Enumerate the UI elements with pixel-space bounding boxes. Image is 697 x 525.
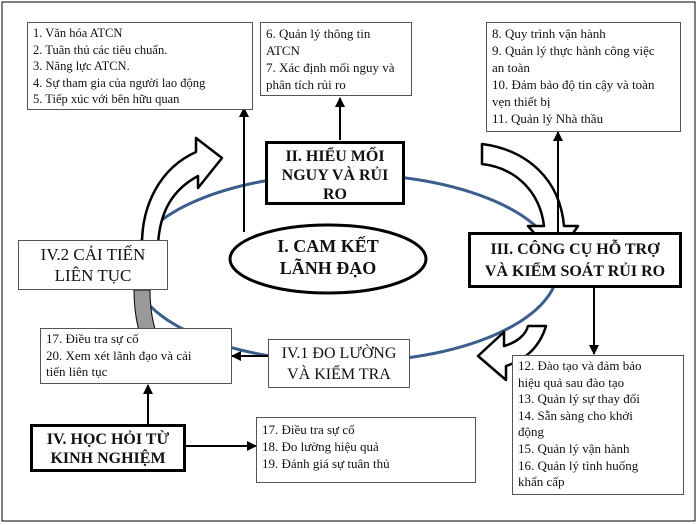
center-ellipse <box>228 223 428 295</box>
pillar-tools-line2: VÀ KIỂM SOÁT RỦI RO <box>484 263 666 280</box>
list-item: 5. Tiếp xúc với bên hữu quan <box>33 92 180 106</box>
list-audit: 17. Điều tra sự cố 18. Đo lường hiệu quả… <box>256 417 476 483</box>
list-item: 11. Quản lý Nhà thầu <box>492 111 604 126</box>
pillar-risk-line2: NGUY VÀ RỦI <box>281 167 389 184</box>
list-item: 20. Xem xét lãnh đạo và cải <box>46 347 192 363</box>
list-culture: 1. Văn hóa ATCN 2. Tuân thủ các tiêu chu… <box>27 22 253 110</box>
pillar-learn: IV. HỌC HỎI TỪ KINH NGHIỆM <box>30 424 186 472</box>
list-item: phân tích rủi ro <box>266 77 346 92</box>
list-item: động <box>518 424 544 440</box>
pillar-learn-line2: KINH NGHIỆM <box>50 450 166 467</box>
pillar-tools: III. CÔNG CỤ HỖ TRỢ VÀ KIỂM SOÁT RỦI RO <box>468 232 682 288</box>
list-item: 10. Đảm bảo độ tin cậy và toàn <box>492 77 655 92</box>
pillar-measure-line2: VÀ KIỂM TRA <box>287 366 391 383</box>
center-line2: LÃNH ĐẠO <box>279 258 377 278</box>
list-item: ATCN <box>266 43 300 58</box>
list-item: 12. Đào tạo và đảm bảo <box>518 358 642 373</box>
pillar-learn-line1: IV. HỌC HỎI TỪ <box>46 431 170 448</box>
list-item: 19. Đánh giá sự tuân thủ <box>262 456 390 471</box>
list-review: 17. Điều tra sự cố 20. Xem xét lãnh đạo … <box>40 328 232 384</box>
list-item: 1. Văn hóa ATCN <box>33 26 123 40</box>
list-item: 7. Xác định mối nguy và <box>266 60 395 75</box>
pillar-risk-line1: II. HIỂU MỐI <box>285 148 385 165</box>
list-item: 4. Sự tham gia của người lao động <box>33 75 206 90</box>
list-item: 8. Quy trình vận hành <box>492 26 606 41</box>
center-line1: I. CAM KẾT <box>277 236 379 256</box>
list-item: 9. Quản lý thực hành công việc <box>492 43 655 58</box>
cycle-arrow-bottom-right <box>476 324 548 382</box>
list-item: 13. Quản lý sự thay đổi <box>518 391 640 407</box>
list-item: 14. Sẵn sàng cho khởi <box>518 407 633 423</box>
pillar-improve-line1: IV.2 CẢI TIẾN <box>40 245 146 264</box>
list-item: 17. Điều tra sự cố <box>262 422 355 437</box>
pillar-measure: IV.1 ĐO LƯỜNG VÀ KIỂM TRA <box>268 339 410 388</box>
list-operations: 8. Quy trình vận hành 9. Quản lý thực hà… <box>486 22 681 132</box>
list-training: 12. Đào tạo và đảm bảo hiệu quả sau đào … <box>512 355 684 495</box>
list-item: 15. Quản lý vận hành <box>518 440 630 456</box>
list-item: 6. Quản lý thông tin <box>266 26 371 41</box>
pillar-improve: IV.2 CẢI TIẾN LIÊN TỤC <box>18 240 168 290</box>
cycle-arrow-top-left <box>140 136 224 246</box>
list-item: 16. Quản lý tình huống <box>518 457 639 473</box>
list-item: hiệu quả sau đào tạo <box>518 374 625 390</box>
pillar-risk-line3: RO <box>323 186 347 203</box>
list-item: an toàn <box>492 60 530 75</box>
list-item: tiến liên tục <box>46 364 108 379</box>
list-item: vẹn thiết bị <box>492 94 551 109</box>
list-item: 17. Điều tra sự cố <box>46 331 139 346</box>
center-label: I. CAM KẾT LÃNH ĐẠO <box>240 235 416 279</box>
pillar-measure-line1: IV.1 ĐO LƯỜNG <box>281 345 397 362</box>
pillar-tools-line1: III. CÔNG CỤ HỖ TRỢ <box>490 241 660 258</box>
list-item: 3. Năng lực ATCN. <box>33 59 130 73</box>
list-item: khẩn cấp <box>518 474 565 490</box>
pillar-risk: II. HIỂU MỐI NGUY VÀ RỦI RO <box>265 141 405 205</box>
pillar-improve-line2: LIÊN TỤC <box>54 266 132 285</box>
list-item: 2. Tuân thủ các tiêu chuẩn. <box>33 42 168 57</box>
list-item: 18. Đo lường hiệu quả <box>262 439 379 454</box>
list-risk-info: 6. Quản lý thông tin ATCN 7. Xác định mố… <box>260 22 412 96</box>
